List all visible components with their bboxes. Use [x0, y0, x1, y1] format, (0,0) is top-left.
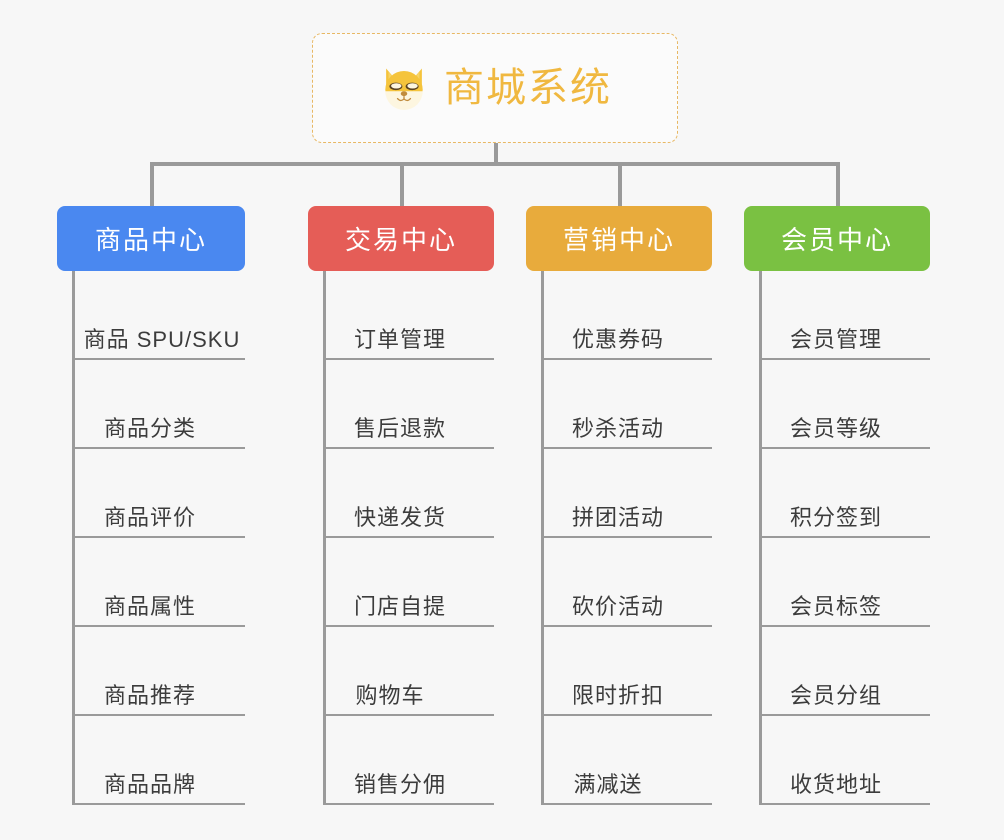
category-header-4[interactable]: 会员中心 — [744, 206, 930, 271]
list-item[interactable]: 商品品牌 — [75, 716, 245, 805]
leaf-item-label: 满减送 — [573, 771, 643, 797]
leaf-list-3: 优惠券码秒杀活动拼团活动砍价活动限时折扣满减送 — [541, 271, 712, 805]
list-item[interactable]: 商品评价 — [75, 449, 245, 538]
category-header-3[interactable]: 营销中心 — [526, 206, 712, 271]
root-node[interactable]: 商城系统 — [312, 33, 678, 143]
leaf-item-label: 会员等级 — [789, 415, 882, 441]
list-item[interactable]: 购物车 — [326, 627, 494, 716]
list-item[interactable]: 砍价活动 — [544, 538, 712, 627]
list-item[interactable]: 会员等级 — [762, 360, 930, 449]
leaf-item-label: 商品品牌 — [103, 771, 196, 797]
list-item[interactable]: 商品分类 — [75, 360, 245, 449]
list-item[interactable]: 限时折扣 — [544, 627, 712, 716]
list-item[interactable]: 商品属性 — [75, 538, 245, 627]
leaf-item-label: 商品评价 — [103, 504, 196, 530]
category-header-2[interactable]: 交易中心 — [308, 206, 494, 271]
connector-root-stub — [494, 143, 498, 165]
list-item[interactable]: 门店自提 — [326, 538, 494, 627]
shiba-dog-emoji — [378, 62, 430, 114]
leaf-item-label: 商品推荐 — [103, 682, 196, 708]
leaf-item-label: 快递发货 — [353, 504, 446, 530]
branch-column-4: 会员中心会员管理会员等级积分签到会员标签会员分组收货地址 — [744, 206, 930, 805]
leaf-list-4: 会员管理会员等级积分签到会员标签会员分组收货地址 — [759, 271, 930, 805]
leaf-item-label: 优惠券码 — [571, 326, 664, 352]
list-item[interactable]: 商品推荐 — [75, 627, 245, 716]
leaf-item-label: 会员标签 — [789, 593, 882, 619]
list-item[interactable]: 拼团活动 — [544, 449, 712, 538]
list-item[interactable]: 商品 SPU/SKU — [75, 271, 245, 360]
list-item[interactable]: 积分签到 — [762, 449, 930, 538]
connector-drop-3 — [618, 162, 622, 208]
leaf-list-2: 订单管理售后退款快递发货门店自提购物车销售分佣 — [323, 271, 494, 805]
leaf-item-label: 售后退款 — [353, 415, 446, 441]
leaf-item-label: 秒杀活动 — [571, 415, 664, 441]
leaf-item-label: 商品分类 — [103, 415, 196, 441]
list-item[interactable]: 售后退款 — [326, 360, 494, 449]
list-item[interactable]: 收货地址 — [762, 716, 930, 805]
branch-column-2: 交易中心订单管理售后退款快递发货门店自提购物车销售分佣 — [308, 206, 494, 805]
connector-horizontal-bus — [150, 162, 840, 166]
root-title: 商城系统 — [444, 66, 612, 110]
category-header-1[interactable]: 商品中心 — [57, 206, 245, 271]
leaf-item-label: 收货地址 — [789, 771, 882, 797]
connector-drop-4 — [836, 162, 840, 208]
leaf-item-label: 商品属性 — [103, 593, 196, 619]
branch-column-1: 商品中心商品 SPU/SKU 商品分类商品评价商品属性商品推荐商品品牌 — [57, 206, 245, 805]
leaf-item-label: 门店自提 — [353, 593, 446, 619]
leaf-item-label: 销售分佣 — [353, 771, 446, 797]
leaf-item-label: 会员管理 — [789, 326, 882, 352]
leaf-item-label: 拼团活动 — [571, 504, 664, 530]
leaf-item-label: 限时折扣 — [571, 682, 664, 708]
leaf-list-1: 商品 SPU/SKU 商品分类商品评价商品属性商品推荐商品品牌 — [72, 271, 245, 805]
list-item[interactable]: 会员标签 — [762, 538, 930, 627]
list-item[interactable]: 快递发货 — [326, 449, 494, 538]
leaf-item-label: 积分签到 — [789, 504, 882, 530]
leaf-item-label: 订单管理 — [353, 326, 446, 352]
list-item[interactable]: 会员分组 — [762, 627, 930, 716]
branch-column-3: 营销中心优惠券码秒杀活动拼团活动砍价活动限时折扣满减送 — [526, 206, 712, 805]
list-item[interactable]: 秒杀活动 — [544, 360, 712, 449]
list-item[interactable]: 优惠券码 — [544, 271, 712, 360]
leaf-item-label: 购物车 — [355, 682, 425, 708]
list-item[interactable]: 订单管理 — [326, 271, 494, 360]
list-item[interactable]: 满减送 — [544, 716, 712, 805]
leaf-item-label: 会员分组 — [789, 682, 882, 708]
connector-drop-1 — [150, 162, 154, 208]
leaf-item-label: 商品 SPU/SKU — [83, 326, 241, 352]
list-item[interactable]: 会员管理 — [762, 271, 930, 360]
leaf-item-label: 砍价活动 — [571, 593, 664, 619]
list-item[interactable]: 销售分佣 — [326, 716, 494, 805]
connector-drop-2 — [400, 162, 404, 208]
